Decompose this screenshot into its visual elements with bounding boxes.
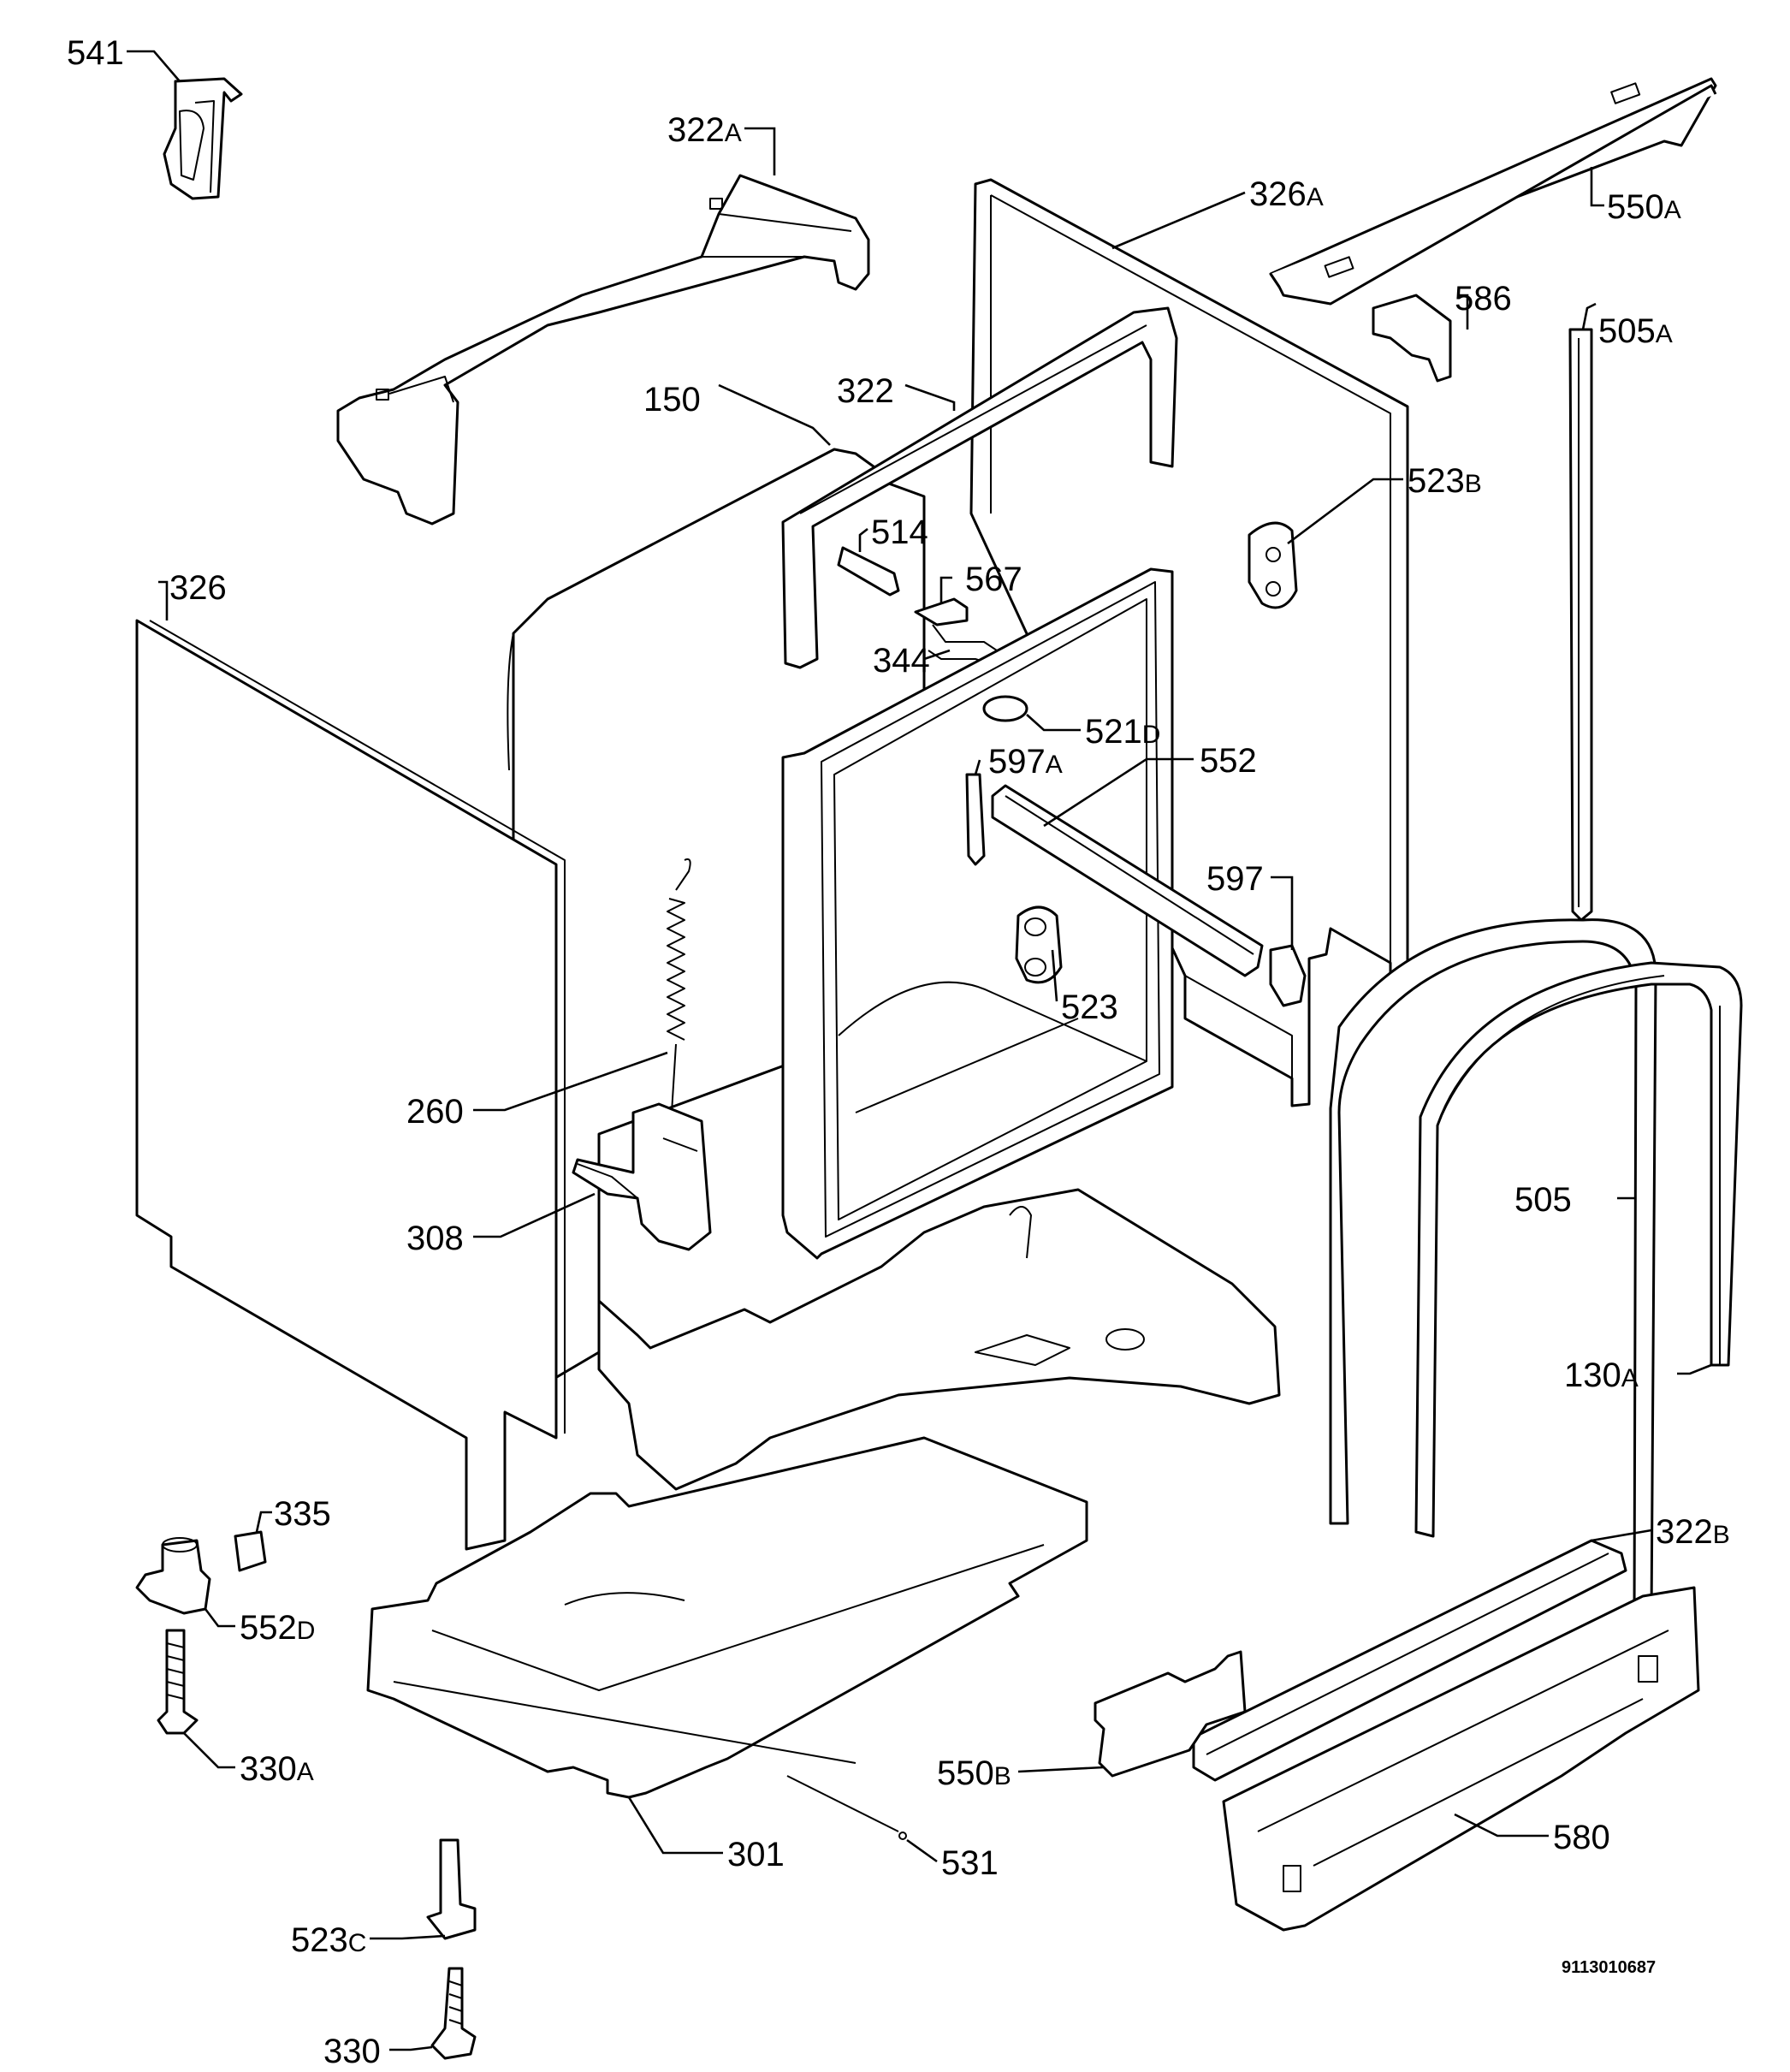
svg-text:505A: 505A	[1598, 312, 1673, 350]
svg-text:330A: 330A	[240, 1750, 314, 1788]
svg-text:580: 580	[1553, 1819, 1610, 1856]
part-322a-bracket	[336, 174, 870, 525]
leader-lines	[127, 50, 1712, 2051]
part-labels: 541 322A 326A 550A 586 505A 150 322 523B…	[67, 34, 1730, 2070]
svg-text:567: 567	[965, 561, 1022, 598]
svg-text:322B: 322B	[1656, 1513, 1730, 1551]
label-523: 523	[1061, 989, 1118, 1026]
label-326: 326	[169, 569, 227, 607]
label-567: 567	[965, 561, 1022, 598]
svg-text:523: 523	[1061, 989, 1118, 1026]
svg-text:514: 514	[871, 514, 928, 551]
label-260: 260	[406, 1093, 464, 1131]
svg-text:552D: 552D	[240, 1609, 315, 1647]
label-308: 308	[406, 1220, 464, 1257]
part-door-frame	[781, 567, 1174, 1260]
svg-text:308: 308	[406, 1220, 464, 1257]
part-301-base-tray	[366, 1436, 1088, 1799]
part-523b-grommet	[1248, 521, 1298, 609]
svg-text:260: 260	[406, 1093, 464, 1131]
label-523c: 523	[291, 1921, 348, 1959]
part-base	[597, 1188, 1281, 1491]
part-523-grommet	[1015, 905, 1063, 984]
label-514: 514	[871, 514, 928, 551]
part-326-side-panel	[135, 619, 566, 1551]
part-505-door-seal	[1329, 918, 1657, 1619]
svg-text:326: 326	[169, 569, 227, 607]
label-322a: 322	[667, 111, 725, 149]
svg-text:586: 586	[1455, 280, 1512, 318]
label-505a: 505	[1598, 312, 1656, 350]
label-335: 335	[274, 1495, 331, 1533]
part-326a-back-panel	[969, 178, 1409, 1107]
svg-text:344: 344	[873, 642, 930, 680]
label-531: 531	[941, 1844, 999, 1882]
part-523c-hinge-pin	[426, 1838, 477, 1940]
label-597: 597	[1206, 860, 1264, 898]
label-521d: 521	[1085, 713, 1142, 751]
part-322-frame	[781, 306, 1178, 669]
part-550b-bracket	[1094, 1650, 1247, 1778]
part-552-rail	[991, 784, 1264, 977]
label-344: 344	[873, 642, 930, 680]
part-130a-door-seal	[1414, 961, 1743, 1538]
svg-text:301: 301	[727, 1836, 785, 1873]
label-326a: 326	[1249, 175, 1307, 213]
svg-text:523B: 523B	[1408, 462, 1482, 500]
label-550b: 550	[937, 1754, 994, 1792]
svg-text:326A: 326A	[1249, 175, 1324, 213]
svg-text:521D: 521D	[1085, 713, 1160, 751]
svg-text:335: 335	[274, 1495, 331, 1533]
svg-text:322A: 322A	[667, 111, 742, 149]
part-335-gear	[234, 1530, 267, 1572]
svg-text:552: 552	[1200, 742, 1257, 780]
part-308-hinge	[572, 1102, 712, 1251]
label-541: 541	[67, 34, 124, 72]
svg-text:322: 322	[837, 372, 894, 410]
part-597a-clip	[965, 773, 986, 866]
svg-text:531: 531	[941, 1844, 999, 1882]
label-150: 150	[643, 381, 701, 419]
label-552: 552	[1200, 742, 1257, 780]
svg-text:330: 330	[323, 2033, 381, 2070]
label-130a: 130	[1564, 1357, 1621, 1394]
part-505a-vertical-seal	[1568, 328, 1593, 922]
drawing-code: 9113010687	[1562, 1958, 1656, 1977]
part-514-pin	[837, 546, 900, 597]
label-550a: 550	[1607, 188, 1664, 226]
part-521d-cap	[982, 695, 1028, 722]
svg-text:550A: 550A	[1607, 188, 1681, 226]
label-586: 586	[1455, 280, 1512, 318]
part-531-rod	[786, 1775, 907, 1840]
svg-text:523C: 523C	[291, 1921, 366, 1959]
label-580: 580	[1553, 1819, 1610, 1856]
svg-text:9113010687: 9113010687	[1562, 1958, 1656, 1977]
part-586-bracket	[1372, 294, 1452, 383]
label-505: 505	[1514, 1181, 1572, 1219]
svg-text:597A: 597A	[988, 743, 1063, 781]
part-330a-screw	[157, 1629, 199, 1735]
label-322b: 322	[1656, 1513, 1713, 1551]
label-330a: 330	[240, 1750, 297, 1788]
part-580-kick-plate	[1222, 1586, 1700, 1932]
label-330: 330	[323, 2033, 381, 2070]
label-597a: 597	[988, 743, 1046, 781]
svg-text:150: 150	[643, 381, 701, 419]
svg-text:505: 505	[1514, 1181, 1572, 1219]
label-322: 322	[837, 372, 894, 410]
label-301: 301	[727, 1836, 785, 1873]
svg-text:541: 541	[67, 34, 124, 72]
svg-text:130A: 130A	[1564, 1357, 1639, 1394]
part-550a-top-rail	[1269, 77, 1717, 306]
label-523b: 523	[1408, 462, 1465, 500]
svg-text:597: 597	[1206, 860, 1264, 898]
svg-text:550B: 550B	[937, 1754, 1011, 1792]
part-541-clip	[163, 77, 243, 200]
part-552d-foot	[135, 1537, 211, 1615]
part-330-screw	[430, 1967, 477, 2060]
label-552d: 552	[240, 1609, 297, 1647]
